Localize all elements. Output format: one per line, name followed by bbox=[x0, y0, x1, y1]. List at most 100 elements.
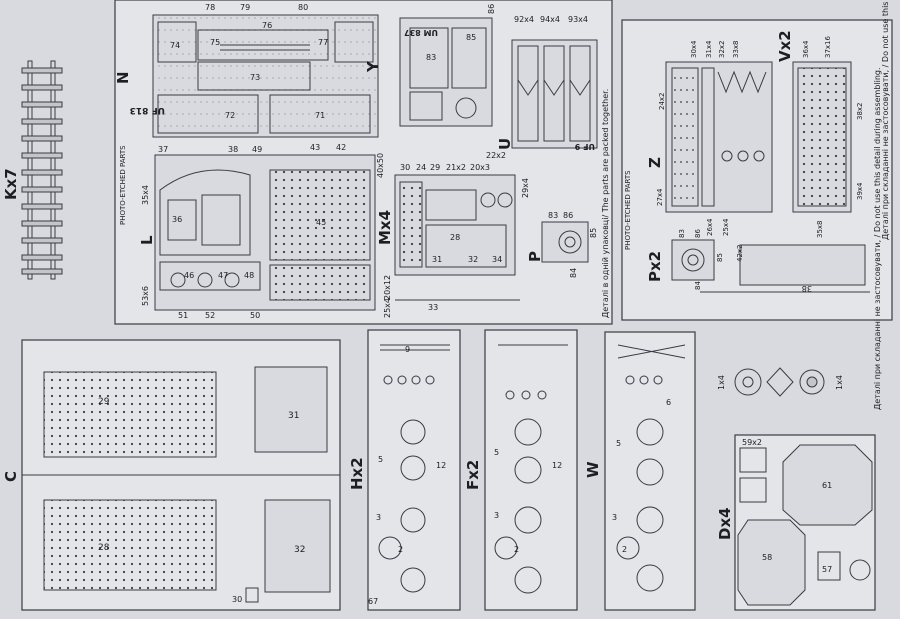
z-part-26x4: 26x4 bbox=[706, 218, 714, 236]
sprue-w: 5 3 2 6 W bbox=[584, 331, 696, 611]
sprue-code-fx2: Fx2 bbox=[464, 460, 482, 490]
z-part-30x4: 30x4 bbox=[690, 40, 698, 58]
z-part-38: 38 bbox=[802, 284, 812, 293]
part-51: 51 bbox=[178, 311, 188, 320]
photo-etched-caption-2: PHOTO-ETCHED PARTS bbox=[624, 170, 632, 250]
part-29: 29 bbox=[430, 163, 440, 172]
z-part-33x8: 33x8 bbox=[732, 40, 740, 58]
sprue-kx7: Kx7 bbox=[2, 60, 63, 280]
part-77: 77 bbox=[318, 38, 328, 47]
sprue-code-p: P bbox=[526, 251, 544, 262]
part-34: 34 bbox=[492, 255, 502, 264]
p-part-85: 85 bbox=[589, 228, 598, 238]
sprue-p: 83 86 84 85 P Деталі в одній упаковці/ T… bbox=[526, 89, 610, 318]
vx-part-39x4: 39x4 bbox=[856, 182, 864, 200]
hx-part-67: 67 bbox=[368, 597, 378, 606]
sprue-stamp-u: UF 9 bbox=[574, 142, 595, 151]
w-part-3: 3 bbox=[612, 513, 617, 522]
sprue-stamp-n: UF 813 bbox=[130, 105, 165, 115]
vx-part-35x8: 35x8 bbox=[816, 220, 824, 238]
wheel-count-left: 1x4 bbox=[717, 375, 726, 390]
c-part-29: 29 bbox=[98, 397, 110, 407]
part-75: 75 bbox=[210, 38, 220, 47]
hx-part-12: 12 bbox=[436, 461, 446, 470]
photo-etched-caption-1: PHOTO-ETCHED PARTS bbox=[119, 145, 127, 225]
part-37: 37 bbox=[158, 145, 168, 154]
c-part-32: 32 bbox=[294, 545, 305, 555]
part-78: 78 bbox=[205, 3, 215, 12]
sprue-stamp-y: UM 837 bbox=[404, 28, 438, 37]
part-24: 24 bbox=[416, 163, 426, 172]
do-not-use-note-top: Деталі при складанні не застосовувати, /… bbox=[881, 0, 890, 240]
sprue-code-c: C bbox=[2, 471, 20, 482]
part-93x4: 93x4 bbox=[568, 15, 588, 24]
fx-part-2: 2 bbox=[514, 545, 519, 554]
px-part-86: 86 bbox=[694, 229, 702, 238]
vx-part-37x16: 37x16 bbox=[824, 35, 832, 58]
z-part-42x2: 42x2 bbox=[736, 244, 744, 262]
fx-part-3: 3 bbox=[494, 511, 499, 520]
part-25x4: 25x4 bbox=[383, 298, 392, 318]
sprue-n: 78 79 76 80 74 75 73 77 72 71 UF 813 N bbox=[114, 3, 379, 138]
part-40x50: 40x50 bbox=[376, 153, 385, 178]
part-53x6: 53x6 bbox=[141, 286, 150, 306]
part-52: 52 bbox=[205, 311, 215, 320]
part-20x12: 20x12 bbox=[383, 275, 392, 300]
vx-part-36x4: 36x4 bbox=[802, 40, 810, 58]
p-part-86: 86 bbox=[563, 211, 573, 220]
fx-part-12: 12 bbox=[552, 461, 562, 470]
part-46: 46 bbox=[184, 271, 194, 280]
part-94x4: 94x4 bbox=[540, 15, 560, 24]
wheel-count-right: 1x4 bbox=[835, 375, 844, 390]
sprue-code-mx4: Mx4 bbox=[376, 210, 394, 245]
part-48: 48 bbox=[244, 271, 254, 280]
part-21x2: 21x2 bbox=[446, 163, 466, 172]
part-76: 76 bbox=[262, 21, 272, 30]
c-part-28: 28 bbox=[98, 543, 110, 553]
part-86: 86 bbox=[487, 4, 496, 14]
part-73: 73 bbox=[250, 73, 260, 82]
sprue-code-u: U bbox=[496, 138, 514, 150]
sprue-dx4: 59x2 61 58 57 Dx4 bbox=[716, 434, 876, 611]
sprue-mx4: 30 24 29 21x2 20x3 22x2 29x4 28 31 32 33… bbox=[376, 151, 530, 318]
part-83: 83 bbox=[426, 53, 436, 62]
part-36: 36 bbox=[172, 215, 182, 224]
sprue-u: 92x4 94x4 93x4 UF 9 U bbox=[496, 15, 598, 151]
sprue-code-w: W bbox=[584, 461, 602, 478]
hx-part-3: 3 bbox=[376, 513, 381, 522]
vx-part-38x2: 38x2 bbox=[856, 102, 864, 120]
dx-part-58: 58 bbox=[762, 553, 772, 562]
part-32: 32 bbox=[468, 255, 478, 264]
sprue-px2: 83 86 84 85 Px2 bbox=[646, 229, 724, 290]
part-42: 42 bbox=[336, 143, 346, 152]
sprue-c: 29 28 31 32 30 C bbox=[2, 339, 341, 611]
part-33: 33 bbox=[428, 303, 438, 312]
fx-part-5: 5 bbox=[494, 448, 499, 457]
sprue-code-y: Y bbox=[364, 60, 382, 73]
part-72: 72 bbox=[225, 111, 235, 120]
part-47: 47 bbox=[218, 271, 228, 280]
p-part-83: 83 bbox=[548, 211, 558, 220]
part-92x4: 92x4 bbox=[514, 15, 534, 24]
part-50: 50 bbox=[250, 311, 260, 320]
sprue-code-n: N bbox=[114, 71, 132, 84]
px-part-83: 83 bbox=[678, 229, 686, 238]
track-ties bbox=[21, 67, 63, 275]
part-38: 38 bbox=[228, 145, 238, 154]
part-71: 71 bbox=[315, 111, 325, 120]
w-part-5: 5 bbox=[616, 439, 621, 448]
part-85: 85 bbox=[466, 33, 476, 42]
p-part-84: 84 bbox=[569, 268, 578, 278]
sprue-code-dx4: Dx4 bbox=[716, 507, 734, 540]
sprue-code-px2: Px2 bbox=[646, 251, 664, 282]
c-part-31: 31 bbox=[288, 411, 299, 421]
w-part-6: 6 bbox=[666, 398, 671, 407]
part-31: 31 bbox=[432, 255, 442, 264]
part-22x2: 22x2 bbox=[486, 151, 506, 160]
part-80: 80 bbox=[298, 3, 308, 12]
part-49: 49 bbox=[252, 145, 262, 154]
part-29x4: 29x4 bbox=[521, 178, 530, 198]
c-part-30: 30 bbox=[232, 595, 242, 604]
sprue-fx2: 5 12 3 2 Fx2 bbox=[464, 329, 578, 611]
